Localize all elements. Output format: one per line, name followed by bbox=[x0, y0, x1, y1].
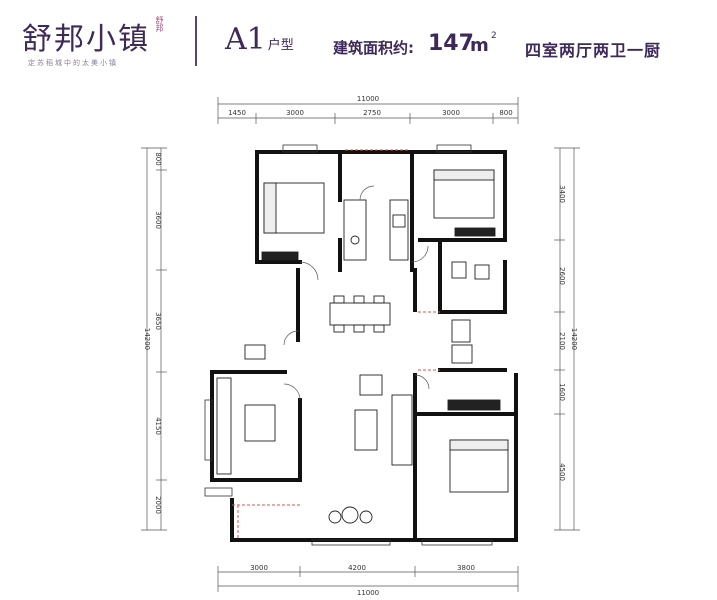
wardrobe bbox=[454, 227, 496, 237]
area-unit-sup: 2 bbox=[491, 31, 497, 41]
round-table bbox=[341, 506, 359, 524]
area-label: 建筑面积约: bbox=[333, 39, 414, 57]
dim-right-1: 3400 bbox=[558, 185, 566, 203]
dim-left-2: 3600 bbox=[154, 211, 162, 229]
sofa bbox=[391, 394, 413, 466]
bookshelf bbox=[216, 377, 232, 475]
dim-right-5: 4500 bbox=[558, 463, 566, 481]
pillow bbox=[449, 439, 509, 451]
basin bbox=[474, 264, 490, 280]
logo-subtitle: 定苏稻城中的太美小镇 bbox=[28, 59, 118, 67]
dim-right-4: 1600 bbox=[558, 383, 566, 401]
dim-top-3: 2750 bbox=[363, 109, 381, 117]
dimension-lines bbox=[141, 97, 580, 592]
wardrobe bbox=[261, 251, 299, 261]
chair bbox=[359, 510, 373, 524]
chair bbox=[244, 344, 266, 360]
shower bbox=[451, 344, 473, 364]
dim-top-5: 800 bbox=[499, 109, 512, 117]
model-label: 户型 bbox=[267, 38, 294, 53]
model-code: A1 bbox=[225, 22, 266, 57]
openings bbox=[232, 149, 440, 540]
layout-description: 四室两厅两卫一厨 bbox=[525, 41, 662, 60]
dim-right-2: 2600 bbox=[558, 267, 566, 285]
pillow bbox=[433, 169, 495, 181]
dim-left-total: 14200 bbox=[143, 328, 151, 350]
dim-right-3: 2100 bbox=[558, 332, 566, 350]
dim-bottom-3: 3800 bbox=[457, 564, 475, 572]
header-divider bbox=[195, 16, 197, 66]
stove bbox=[350, 235, 360, 245]
dim-top-1: 1450 bbox=[228, 109, 246, 117]
windows bbox=[204, 144, 493, 546]
dimension-labels: 11000 1450 3000 2750 3000 800 3000 4200 … bbox=[143, 95, 578, 597]
area-value: 147 bbox=[428, 31, 474, 56]
toilet bbox=[451, 261, 467, 279]
area-unit: m bbox=[470, 35, 489, 56]
coffee-table bbox=[354, 409, 378, 451]
dim-left-4: 4150 bbox=[154, 417, 162, 435]
chair bbox=[328, 510, 342, 524]
logo-tag: 舒邦 bbox=[155, 16, 164, 32]
dim-top-total: 11000 bbox=[357, 95, 379, 103]
furniture bbox=[216, 169, 509, 524]
toilet bbox=[451, 319, 471, 343]
sink bbox=[392, 214, 406, 228]
dim-bottom-total: 11000 bbox=[357, 589, 379, 597]
logo: 舒邦小镇 舒邦 bbox=[22, 14, 164, 58]
logo-text: 舒邦小镇 bbox=[22, 22, 150, 57]
dim-bottom-1: 3000 bbox=[250, 564, 268, 572]
kitchen-counter bbox=[389, 199, 409, 261]
armchair bbox=[359, 374, 383, 396]
dim-left-3: 3650 bbox=[154, 312, 162, 330]
dim-top-2: 3000 bbox=[286, 109, 304, 117]
dim-bottom-2: 4200 bbox=[348, 564, 366, 572]
dim-left-5: 2000 bbox=[154, 496, 162, 514]
desk bbox=[244, 404, 276, 442]
pillow bbox=[263, 182, 277, 234]
doors bbox=[283, 185, 430, 401]
dim-top-4: 3000 bbox=[442, 109, 460, 117]
dim-left-1: 800 bbox=[154, 152, 162, 165]
dim-right-total: 14200 bbox=[570, 328, 578, 350]
walls bbox=[210, 150, 518, 542]
kitchen-counter bbox=[343, 199, 367, 261]
wardrobe bbox=[447, 399, 501, 411]
dining-table bbox=[329, 302, 391, 326]
